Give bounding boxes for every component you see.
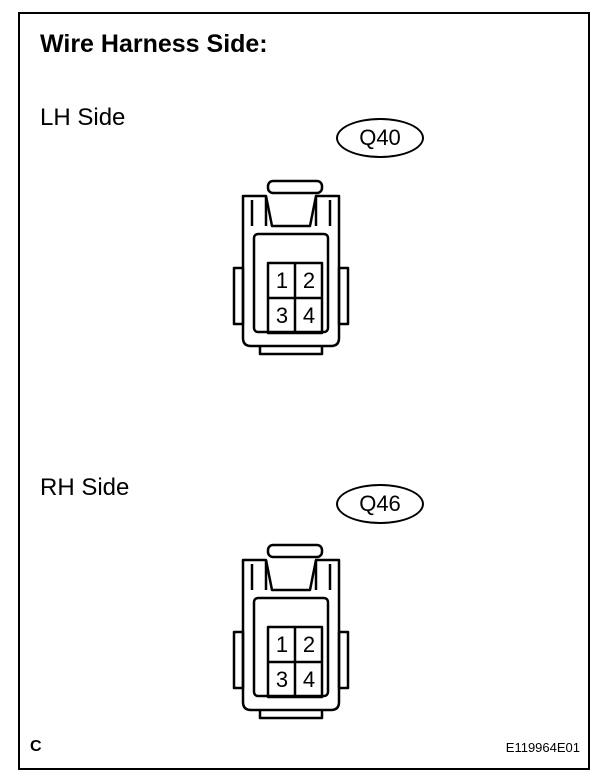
lh-connector-code-badge: Q40 [336, 118, 424, 158]
lh-connector-code: Q40 [359, 125, 401, 150]
rh-pin-1: 1 [275, 632, 289, 657]
lh-pin-4: 4 [302, 303, 316, 328]
lh-pin-1: 1 [275, 268, 289, 293]
rh-pin-2: 2 [302, 632, 316, 657]
rh-connector: 1 2 3 4 [228, 542, 354, 722]
figure-code: E119964E01 [505, 740, 580, 755]
connector-outline-icon [232, 543, 350, 720]
connector-outline-icon [232, 179, 350, 356]
rh-pin-3: 3 [275, 667, 289, 692]
lh-pin-3: 3 [275, 303, 289, 328]
lh-pin-2: 2 [302, 268, 316, 293]
rh-connector-code-badge: Q46 [336, 484, 424, 524]
rh-side-label: RH Side [40, 474, 130, 501]
lh-side-label: LH Side [40, 104, 126, 131]
diagram-title: Wire Harness Side: [40, 30, 268, 58]
lh-connector: 1 2 3 4 [228, 178, 354, 358]
rh-pin-4: 4 [302, 667, 316, 692]
diagram-frame [18, 12, 590, 770]
corner-letter: C [30, 738, 42, 755]
rh-connector-code: Q46 [359, 491, 401, 516]
